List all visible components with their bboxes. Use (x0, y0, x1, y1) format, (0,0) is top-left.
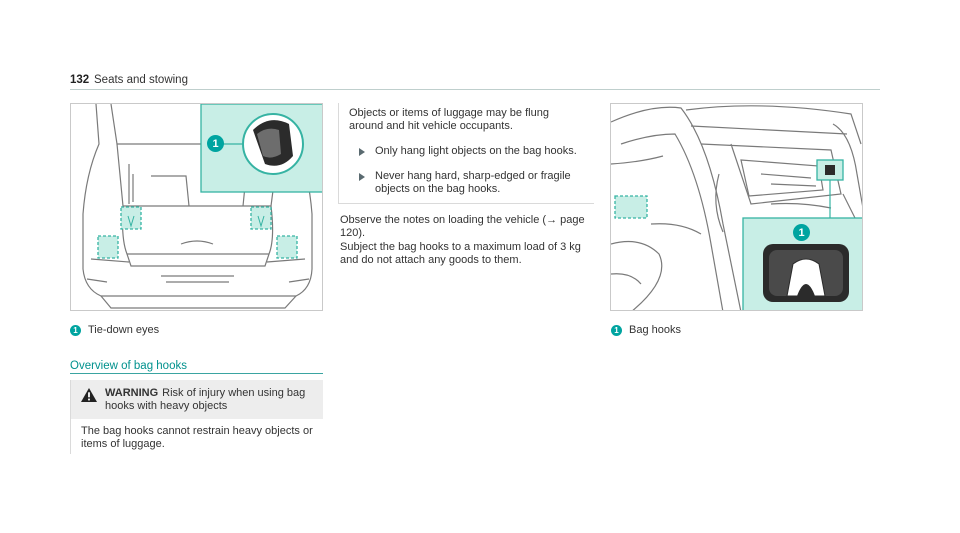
warning-title: Risk of injury when using bag hooks with… (105, 387, 306, 412)
safety-note-box: Objects or items of luggage may be flung… (338, 103, 594, 204)
bag-hooks-illustration: 1 (610, 103, 863, 311)
section-title: Seats and stowing (94, 74, 188, 86)
tie-down-eyes-caption: 1 Tie-down eyes (70, 324, 159, 336)
warning-label: WARNING (105, 387, 159, 399)
tie-down-eyes-illustration: 1 (70, 103, 323, 311)
caption-text: Tie-down eyes (88, 324, 160, 336)
note-intro: Objects or items of luggage may be flung… (349, 107, 549, 132)
callout-badge-1: 1 (793, 224, 810, 241)
max-load-paragraph: Subject the bag hooks to a maximum load … (340, 241, 581, 266)
page-number: 132 (70, 74, 90, 86)
warning-body: The bag hooks cannot restrain heavy obje… (81, 425, 313, 450)
note-bullet-text: Only hang light objects on the bag hooks… (375, 145, 577, 157)
caption-badge: 1 (70, 324, 81, 336)
page-header: 132 Seats and stowing (70, 74, 880, 90)
bag-hooks-caption: 1 Bag hooks (611, 324, 681, 336)
note-bullet-text: Never hang hard, sharp-edged or fragile … (375, 170, 571, 195)
bullet-arrow-icon (359, 173, 365, 181)
loading-notes-paragraph: Observe the notes on loading the vehicle… (340, 214, 585, 239)
caption-text: Bag hooks (629, 324, 681, 336)
bullet-arrow-icon (359, 148, 365, 156)
overview-bag-hooks-heading: Overview of bag hooks (70, 360, 323, 374)
caption-badge: 1 (611, 324, 622, 336)
note-bullet: Only hang light objects on the bag hooks… (359, 145, 584, 158)
callout-badge-1: 1 (207, 135, 224, 152)
warning-triangle-icon (81, 388, 97, 402)
note-bullet: Never hang hard, sharp-edged or fragile … (359, 170, 584, 196)
